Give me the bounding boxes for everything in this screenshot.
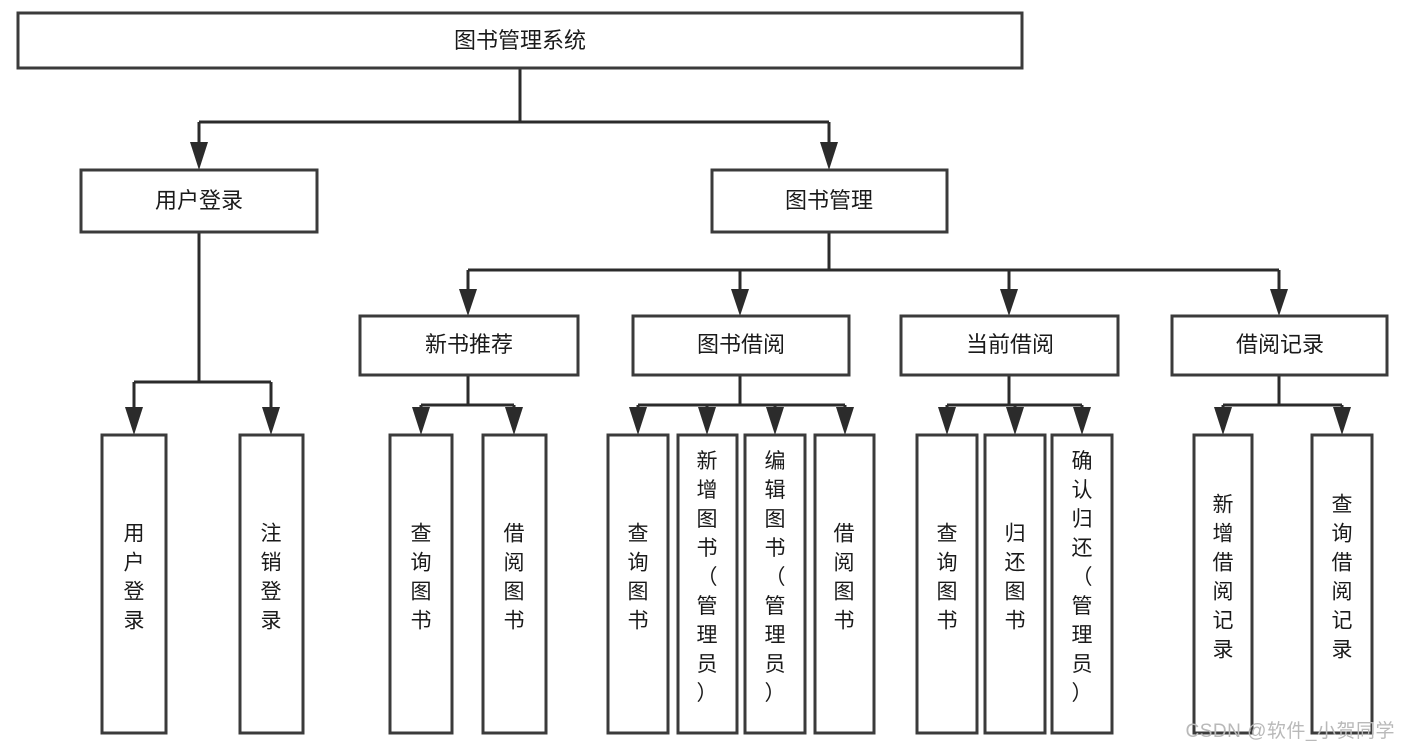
node-leaf-confirm-return[interactable]: 确认归还（管理员）: [1050, 433, 1114, 735]
node-leaf-user-logout[interactable]: 注销登录: [238, 433, 305, 735]
arrow-head-leaf-return-book: [1006, 407, 1024, 435]
arrow-head-leaf-query-record: [1333, 407, 1351, 435]
node-leaf-confirm-return-label: 确认归还（管理员）: [1072, 450, 1093, 705]
arrow-head-leaf-add-record: [1214, 407, 1232, 435]
connector-group-book-borrow: [629, 375, 854, 435]
arrow-head-leaf-confirm-return: [1073, 407, 1091, 435]
arrow-head-leaf-query-book-1: [412, 407, 430, 435]
connector-group-book-manage: [459, 232, 1288, 316]
node-leaf-query-book-2-label: 查询图书: [628, 523, 649, 633]
arrow-head-leaf-query-book-2: [629, 407, 647, 435]
arrow-head-new-book-rec: [459, 289, 477, 316]
node-leaf-return-book-label: 归还图书: [1005, 523, 1026, 633]
node-current-borrow[interactable]: 当前借阅: [899, 314, 1120, 377]
node-user-login-label: 用户登录: [155, 188, 243, 213]
node-current-borrow-box[interactable]: [899, 314, 1120, 377]
node-leaf-query-book-3[interactable]: 查询图书: [915, 433, 979, 735]
node-leaf-edit-book-box[interactable]: [743, 433, 807, 735]
node-leaf-user-login[interactable]: 用户登录: [100, 433, 168, 735]
node-leaf-borrow-book-2-label: 借阅图书: [834, 523, 855, 633]
node-leaf-borrow-book-2[interactable]: 借阅图书: [813, 433, 876, 735]
arrow-head-leaf-edit-book: [766, 407, 784, 435]
node-leaf-borrow-book-1[interactable]: 借阅图书: [481, 433, 548, 735]
arrow-head-user-login: [190, 142, 208, 170]
node-leaf-query-book-1-label: 查询图书: [411, 523, 432, 633]
node-leaf-borrow-book-2-box[interactable]: [813, 433, 876, 735]
node-user-login-box[interactable]: [79, 168, 319, 234]
node-new-book-rec-box[interactable]: [358, 314, 580, 377]
node-book-borrow[interactable]: 图书借阅: [631, 314, 851, 377]
node-leaf-add-record-label: 新增借阅记录: [1213, 494, 1234, 662]
node-book-manage-box[interactable]: [710, 168, 949, 234]
node-leaf-query-book-2[interactable]: 查询图书: [606, 433, 670, 735]
node-leaf-edit-book[interactable]: 编辑图书（管理员）: [743, 433, 807, 735]
arrow-head-leaf-user-logout: [262, 407, 280, 435]
arrow-head-book-manage: [820, 142, 838, 170]
connector-group-user-login: [125, 232, 280, 435]
arrow-head-leaf-borrow-book-2: [836, 407, 854, 435]
node-leaf-user-login-box[interactable]: [100, 433, 168, 735]
connector-group-borrow-record: [1214, 375, 1351, 435]
node-root-box[interactable]: [16, 11, 1024, 70]
node-current-borrow-label: 当前借阅: [966, 332, 1054, 357]
node-user-login[interactable]: 用户登录: [79, 168, 319, 234]
connector-group-root: [190, 68, 838, 170]
node-book-manage[interactable]: 图书管理: [710, 168, 949, 234]
node-new-book-rec[interactable]: 新书推荐: [358, 314, 580, 377]
node-leaf-add-record[interactable]: 新增借阅记录: [1192, 433, 1254, 735]
node-leaf-query-record-label: 查询借阅记录: [1332, 494, 1353, 662]
node-borrow-record-box[interactable]: [1170, 314, 1389, 377]
arrow-head-borrow-record: [1270, 289, 1288, 316]
node-leaf-confirm-return-box[interactable]: [1050, 433, 1114, 735]
node-leaf-user-logout-label: 注销登录: [261, 523, 282, 633]
node-leaf-add-book[interactable]: 新增图书（管理员）: [676, 433, 739, 735]
arrow-head-book-borrow: [731, 289, 749, 316]
node-leaf-query-record[interactable]: 查询借阅记录: [1310, 433, 1374, 735]
node-leaf-user-login-label: 用户登录: [124, 523, 145, 633]
node-leaf-add-book-box[interactable]: [676, 433, 739, 735]
arrow-head-leaf-user-login: [125, 407, 143, 435]
node-leaf-query-book-1-box[interactable]: [388, 433, 454, 735]
arrow-head-leaf-borrow-book-1: [505, 407, 523, 435]
node-leaf-return-book[interactable]: 归还图书: [983, 433, 1047, 735]
arrow-head-current-borrow: [1000, 289, 1018, 316]
node-leaf-query-book-1[interactable]: 查询图书: [388, 433, 454, 735]
node-leaf-edit-book-label: 编辑图书（管理员）: [765, 450, 786, 705]
node-leaf-query-record-box[interactable]: [1310, 433, 1374, 735]
node-leaf-return-book-box[interactable]: [983, 433, 1047, 735]
arrow-head-leaf-add-book: [698, 407, 716, 435]
node-book-manage-label: 图书管理: [785, 188, 873, 213]
node-book-borrow-box[interactable]: [631, 314, 851, 377]
node-leaf-query-book-3-label: 查询图书: [937, 523, 958, 633]
node-leaf-add-book-label: 新增图书（管理员）: [697, 450, 718, 705]
node-leaf-user-logout-box[interactable]: [238, 433, 305, 735]
connector-group-new-book-rec: [412, 375, 523, 435]
node-new-book-rec-label: 新书推荐: [425, 332, 513, 357]
node-leaf-query-book-3-box[interactable]: [915, 433, 979, 735]
node-leaf-borrow-book-1-label: 借阅图书: [504, 523, 525, 633]
connector-group-current-borrow: [938, 375, 1091, 435]
arrow-head-leaf-query-book-3: [938, 407, 956, 435]
node-root-label: 图书管理系统: [454, 28, 586, 53]
node-book-borrow-label: 图书借阅: [697, 332, 785, 357]
node-borrow-record-label: 借阅记录: [1236, 332, 1324, 357]
node-leaf-add-record-box[interactable]: [1192, 433, 1254, 735]
node-leaf-query-book-2-box[interactable]: [606, 433, 670, 735]
node-borrow-record[interactable]: 借阅记录: [1170, 314, 1389, 377]
node-root[interactable]: 图书管理系统: [16, 11, 1024, 70]
node-leaf-borrow-book-1-box[interactable]: [481, 433, 548, 735]
